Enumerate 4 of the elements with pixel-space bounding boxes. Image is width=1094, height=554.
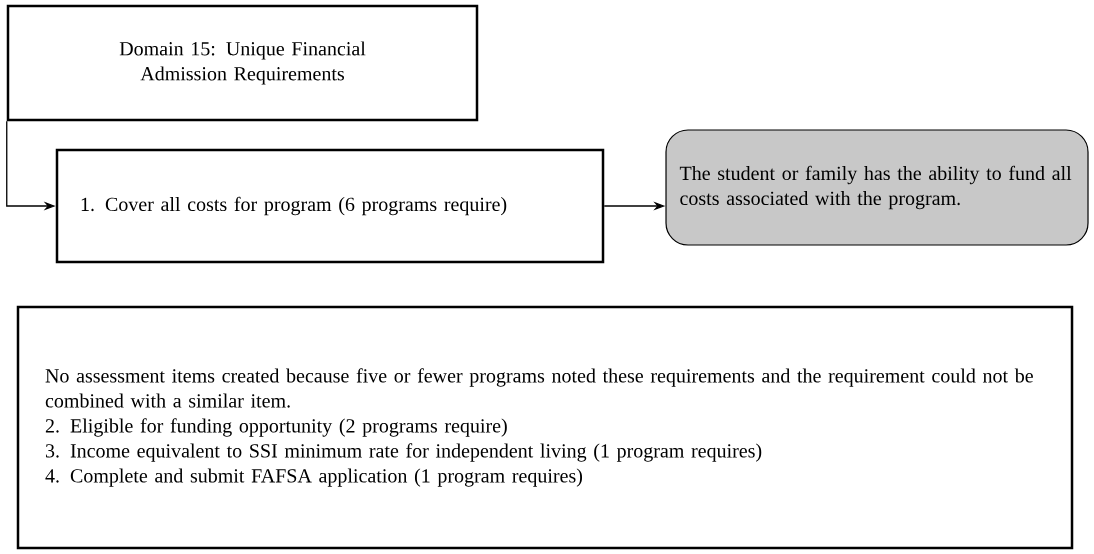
outcome-box: The student or family has the ability to fund all costs associated with the program.	[665, 129, 1089, 246]
heading-box: Domain 15: Unique Financial Admission Requirements	[6, 4, 479, 122]
requirement-box: 1. Cover all costs for program (6 programs require)	[55, 148, 605, 264]
note-box: No assessment items created because five or fewer programs noted these requirements and the requirement could not be combined with a similar item. 2. Eligible for funding opportunity (2 programs require) 3. Income equivalent to SSI minimum rate for independent living (1 program requires) 4. Complete and submit FAFSA application (1 program requires)	[16, 305, 1074, 550]
